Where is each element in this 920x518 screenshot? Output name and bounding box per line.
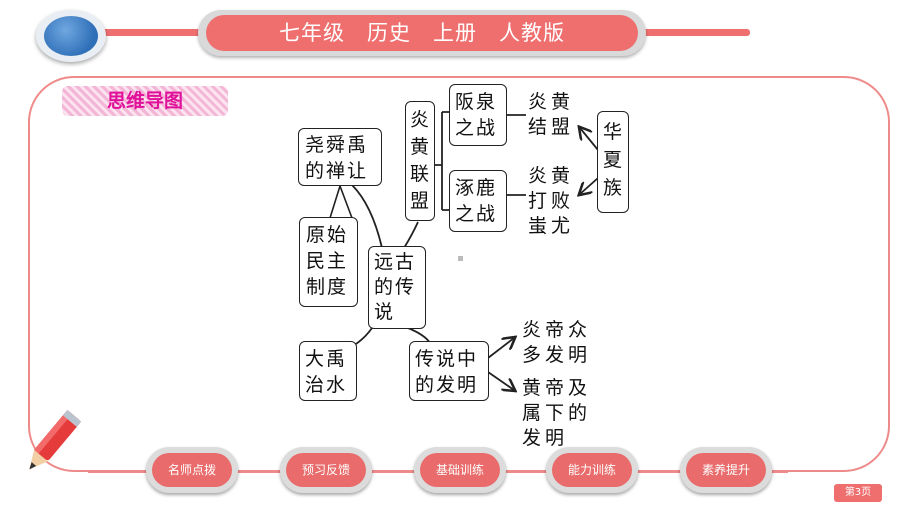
node-inventions: 传说中的发明 bbox=[409, 341, 489, 401]
nav-button-1[interactable]: 名师点拨 bbox=[146, 447, 238, 493]
page-title: 七年级 历史 上册 人教版 bbox=[206, 15, 638, 51]
nav-button-5[interactable]: 素养提升 bbox=[680, 447, 772, 493]
arrow-huaxia-up bbox=[580, 128, 599, 151]
text-yan-huang-unite: 炎黄结盟 bbox=[528, 91, 575, 138]
node-yao-shun-yu: 尧舜禹的禅让 bbox=[298, 128, 382, 186]
text-yandi-inventions: 炎帝众多发明 bbox=[522, 319, 592, 366]
arrow-huangdi bbox=[487, 371, 514, 390]
tiny-marker bbox=[458, 256, 463, 261]
link-center-yaoshunyu bbox=[351, 184, 383, 249]
text-huangdi-inventions: 黄帝及属下的发明 bbox=[522, 377, 592, 449]
alliance-bracket bbox=[433, 111, 450, 211]
arrow-yandi bbox=[487, 338, 514, 359]
node-banquan: 阪泉之战 bbox=[449, 84, 507, 146]
node-alliance: 炎黄联盟 bbox=[405, 101, 435, 221]
link-center-alliance bbox=[403, 221, 419, 249]
node-dayu: 大禹治水 bbox=[299, 341, 357, 401]
page-indicator: 第3页 bbox=[834, 484, 882, 502]
text-yan-huang-defeat: 炎黄打败蚩尤 bbox=[528, 165, 575, 237]
node-center: 远古的传说 bbox=[368, 246, 426, 329]
arrow-huaxia-down bbox=[580, 177, 599, 194]
logo-icon bbox=[44, 16, 98, 56]
nav-button-3[interactable]: 基础训练 bbox=[414, 447, 506, 493]
pencil-icon bbox=[29, 409, 82, 470]
nav-button-4[interactable]: 能力训练 bbox=[546, 447, 638, 493]
nav-button-2[interactable]: 预习反馈 bbox=[280, 447, 372, 493]
section-label: 思维导图 bbox=[62, 86, 228, 116]
node-huaxia: 华夏族 bbox=[597, 111, 629, 213]
callout-pointer bbox=[329, 183, 353, 219]
node-zhuolu: 涿鹿之战 bbox=[449, 170, 507, 232]
node-primitive-democracy: 原始民主制度 bbox=[299, 217, 358, 307]
